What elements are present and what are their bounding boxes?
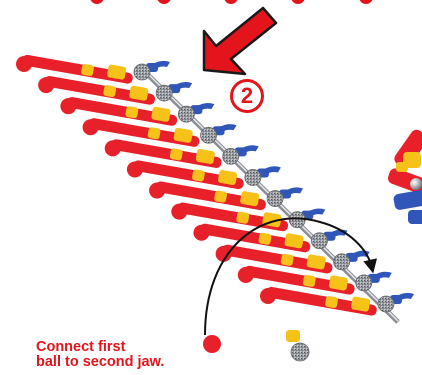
red-rod [177,202,289,232]
first-rod-end [203,335,221,353]
connector-unit [193,223,348,253]
yellow-hinge [236,211,250,224]
steel-ball [155,84,173,102]
steel-ball [311,232,328,250]
steel-ball [133,63,151,81]
caption-line-1: Connect first [36,339,126,355]
steel-ball [200,126,217,144]
connector-unit [126,160,281,190]
yellow-connector [173,127,193,143]
yellow-connector [107,64,127,80]
red-rod [110,139,222,168]
steel-ball [333,253,351,271]
yellow-hinge [125,106,139,119]
yellow-connector [240,191,260,207]
yellow-hinge [147,127,161,140]
caption-line-2: ball to second jaw. [36,354,165,370]
rod-end [237,266,254,283]
steel-ball [266,190,284,207]
yellow-hinge [214,190,227,203]
yellow-hinge [258,232,272,245]
connector-unit [38,75,193,105]
rod-end [171,203,188,220]
yellow-connector [284,233,304,249]
connector-unit [215,244,370,274]
yellow-hinge [103,85,117,98]
steel-ball [377,295,395,313]
connector-unit [149,181,304,211]
steel-ball [355,274,373,292]
yellow-connector [306,254,326,270]
red-rod [266,286,377,316]
yellow-connector [328,275,348,291]
rod-end [60,98,77,115]
red-rod [244,265,355,295]
rod-end [38,77,55,94]
yellow-hinge [325,296,338,308]
step-number-badge: 2 [230,79,264,113]
steel-ball [244,169,262,186]
red-rod [44,75,155,105]
rod-end [215,245,232,262]
yellow-hinge [192,169,205,182]
connector-unit [104,139,259,168]
red-rod [88,118,200,147]
connector-units [16,54,414,362]
red-rod [22,54,133,84]
steel-ball [222,147,240,165]
yellow-connector [217,170,238,186]
yellow-connector [195,148,215,164]
red-rod [221,244,333,274]
rod-end [260,288,276,304]
yellow-connector [351,296,371,312]
arrow-down-left-icon [202,6,278,76]
yellow-hinge [169,148,183,161]
top-dots [90,0,373,4]
yellow-hinge [81,64,94,76]
rod-end [104,140,121,157]
red-rod [155,181,266,211]
curved-arrow-icon [204,217,378,336]
rod-end [193,224,210,241]
yellow-connector [129,85,149,101]
yellow-connector [286,330,300,342]
yellow-connector [151,106,171,122]
loose-steel-ball [290,342,310,362]
red-rod [133,160,244,190]
red-rod [66,97,178,126]
connector-unit [237,265,392,295]
instruction-caption: Connect first ball to second jaw. [36,340,226,370]
yellow-hinge [302,274,316,287]
rod-end [126,161,143,178]
partial-model-right [387,129,422,224]
yellow-hinge [280,253,294,266]
connector-unit [16,54,170,84]
rod-end [149,182,166,199]
rod-end [16,56,32,72]
connector-unit [260,286,414,316]
connector-unit [60,97,215,126]
connector-unit [82,118,237,147]
red-rod [199,223,311,253]
steel-ball [177,105,195,123]
rod-end [82,119,99,136]
